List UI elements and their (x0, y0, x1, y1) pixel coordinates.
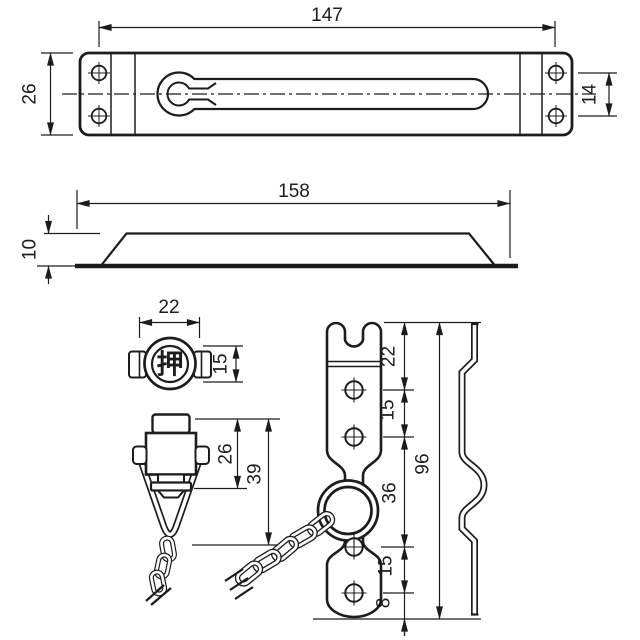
knob-collar (157, 473, 185, 484)
plate-profile (100, 232, 496, 266)
knob-body-side (144, 431, 198, 476)
bracket-dims (313, 321, 481, 636)
bracket-front-view: 22 15 36 15 8 96 (224, 321, 481, 636)
bracket-profile-inner (460, 323, 486, 615)
dim-bracket-96-label: 96 (413, 453, 434, 474)
dim-147 (98, 21, 556, 47)
dim-14 (578, 72, 617, 117)
plate-top-view: 147 26 14 (20, 5, 617, 137)
dim-knob-15 (203, 345, 243, 383)
dim-bracket-22-label: 22 (379, 346, 400, 367)
chain-break-mark (234, 586, 254, 600)
dim-bracket-15a-label: 15 (378, 399, 399, 420)
dim-bracket-15b-label: 15 (376, 555, 397, 576)
bracket-hole (341, 534, 367, 606)
bail-pivot-right (194, 445, 210, 465)
knob-front-view: 押 22 15 (128, 297, 243, 391)
dim-26 (41, 52, 73, 136)
dim-plug-39 (192, 418, 280, 546)
dim-158 (76, 190, 511, 258)
knob-cap (151, 413, 191, 435)
knob-face (150, 344, 190, 384)
screw-hole (88, 62, 567, 127)
dim-knob-22 (138, 317, 201, 338)
bail-pivot-left (132, 445, 148, 465)
dim-26-label: 26 (20, 83, 41, 104)
bracket-chain (224, 511, 335, 600)
knob-side-view: 26 39 (132, 413, 280, 606)
bail-wire-inner (138, 457, 202, 537)
dim-147-label: 147 (311, 5, 343, 26)
chain-break-mark (224, 568, 244, 582)
dim-10 (37, 215, 104, 284)
dim-10-label: 10 (20, 239, 41, 260)
bracket-side-view (458, 322, 488, 616)
dim-158-label: 158 (278, 181, 310, 202)
chain-break-mark (229, 577, 249, 591)
dim-bracket-8-label: 8 (374, 598, 395, 609)
dim-knob-15-label: 15 (211, 353, 232, 374)
bracket-outline (325, 321, 383, 619)
dim-plug-39-label: 39 (245, 463, 266, 484)
knob-chain (145, 537, 175, 606)
knob-flange (149, 481, 193, 492)
chain-break-mark (145, 584, 165, 602)
chain-ring-inner (323, 485, 373, 536)
plate-side-view: 158 10 (20, 181, 518, 284)
chain-break-mark (150, 587, 172, 606)
dim-14-label: 14 (580, 84, 601, 106)
knob-flange-bevel (155, 489, 187, 499)
keyhole-slot-outer (156, 71, 490, 117)
dim-knob-22-label: 22 (158, 297, 179, 318)
dim-plug-26-label: 26 (216, 443, 237, 464)
dim-bracket-36-label: 36 (380, 482, 401, 503)
push-button-label: 押 (157, 350, 184, 381)
bracket-hole (341, 377, 367, 450)
